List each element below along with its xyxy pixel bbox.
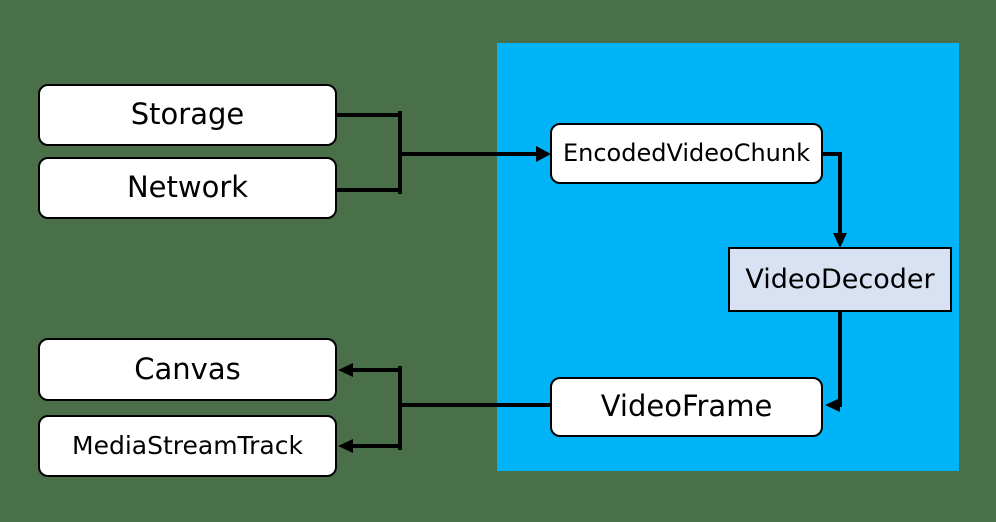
node-media-stream-track: MediaStreamTrack [38, 415, 337, 477]
node-storage-label: Storage [130, 97, 245, 132]
node-storage: Storage [38, 84, 337, 146]
node-video-decoder-label: VideoDecoder [745, 263, 935, 295]
node-video-frame: VideoFrame [550, 377, 823, 437]
node-canvas-label: Canvas [134, 351, 241, 386]
node-media-stream-track-label: MediaStreamTrack [72, 431, 303, 461]
node-encoded-video-chunk-label: EncodedVideoChunk [562, 139, 811, 168]
node-canvas: Canvas [38, 338, 337, 401]
node-encoded-video-chunk: EncodedVideoChunk [550, 123, 823, 184]
node-video-decoder: VideoDecoder [728, 247, 952, 312]
node-network: Network [38, 157, 337, 219]
node-video-frame-label: VideoFrame [600, 389, 773, 424]
node-network-label: Network [126, 170, 249, 205]
